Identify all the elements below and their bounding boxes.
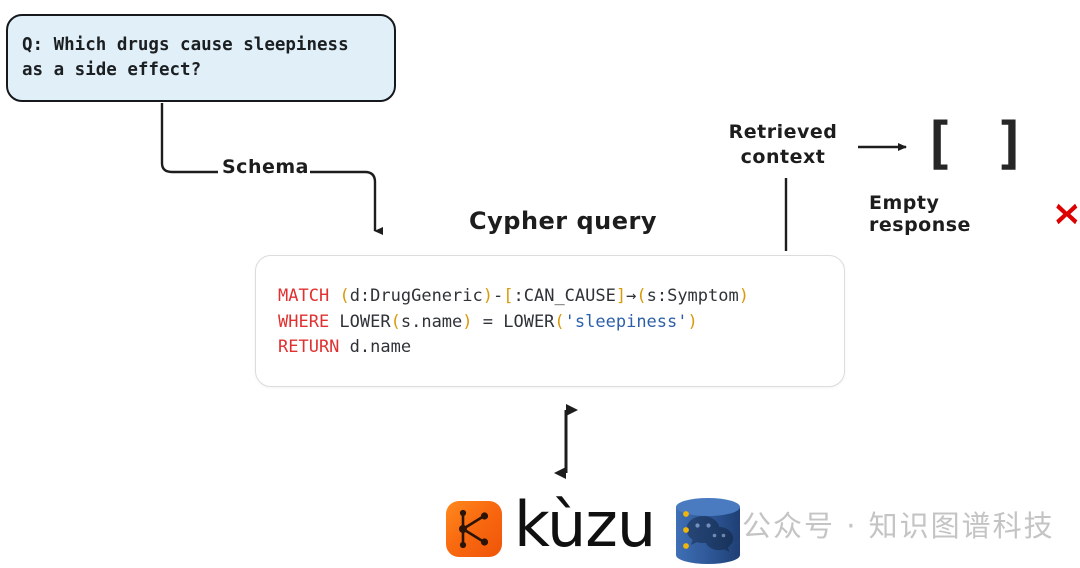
cypher-line-2: WHERE LOWER(s.name) = LOWER('sleepiness'… — [278, 311, 698, 332]
watermark-text: 公众号 · 知识图谱科技 — [742, 509, 1055, 543]
schema-connector-left — [160, 103, 218, 174]
cypher-query-title: Cypher query — [469, 207, 658, 235]
kuzu-logo-group: kùzu — [446, 492, 745, 566]
schema-connector-right — [310, 170, 383, 235]
question-box: Q: Which drugs cause sleepiness as a sid… — [6, 14, 396, 102]
cypher-query-box: MATCH (d:DrugGeneric)-[:CAN_CAUSE]→(s:Sy… — [255, 255, 845, 387]
kuzu-wordmark: kùzu — [514, 494, 656, 556]
cypher-line-1: MATCH (d:DrugGeneric)-[:CAN_CAUSE]→(s:Sy… — [278, 286, 749, 306]
retrieved-context-label: Retrieved context — [728, 121, 838, 168]
wechat-icon — [686, 516, 734, 552]
database-status-dots — [683, 511, 690, 549]
database-cylinder-icon — [676, 498, 741, 564]
cypher-code: MATCH (d:DrugGeneric)-[:CAN_CAUSE]→(s:Sy… — [278, 284, 844, 361]
empty-response-label: Empty response — [869, 192, 971, 236]
empty-result-brackets: [ ] — [922, 111, 1030, 176]
schema-label: Schema — [222, 156, 309, 178]
red-cross-icon — [1056, 203, 1078, 225]
question-text: Q: Which drugs cause sleepiness as a sid… — [22, 35, 349, 80]
empty-response-status: Empty response — [869, 192, 1080, 236]
kuzu-graph-k-icon — [446, 501, 502, 557]
cypher-line-3: RETURN d.name — [278, 337, 412, 357]
kuzu-wordmark-text: kùzu — [514, 488, 656, 561]
